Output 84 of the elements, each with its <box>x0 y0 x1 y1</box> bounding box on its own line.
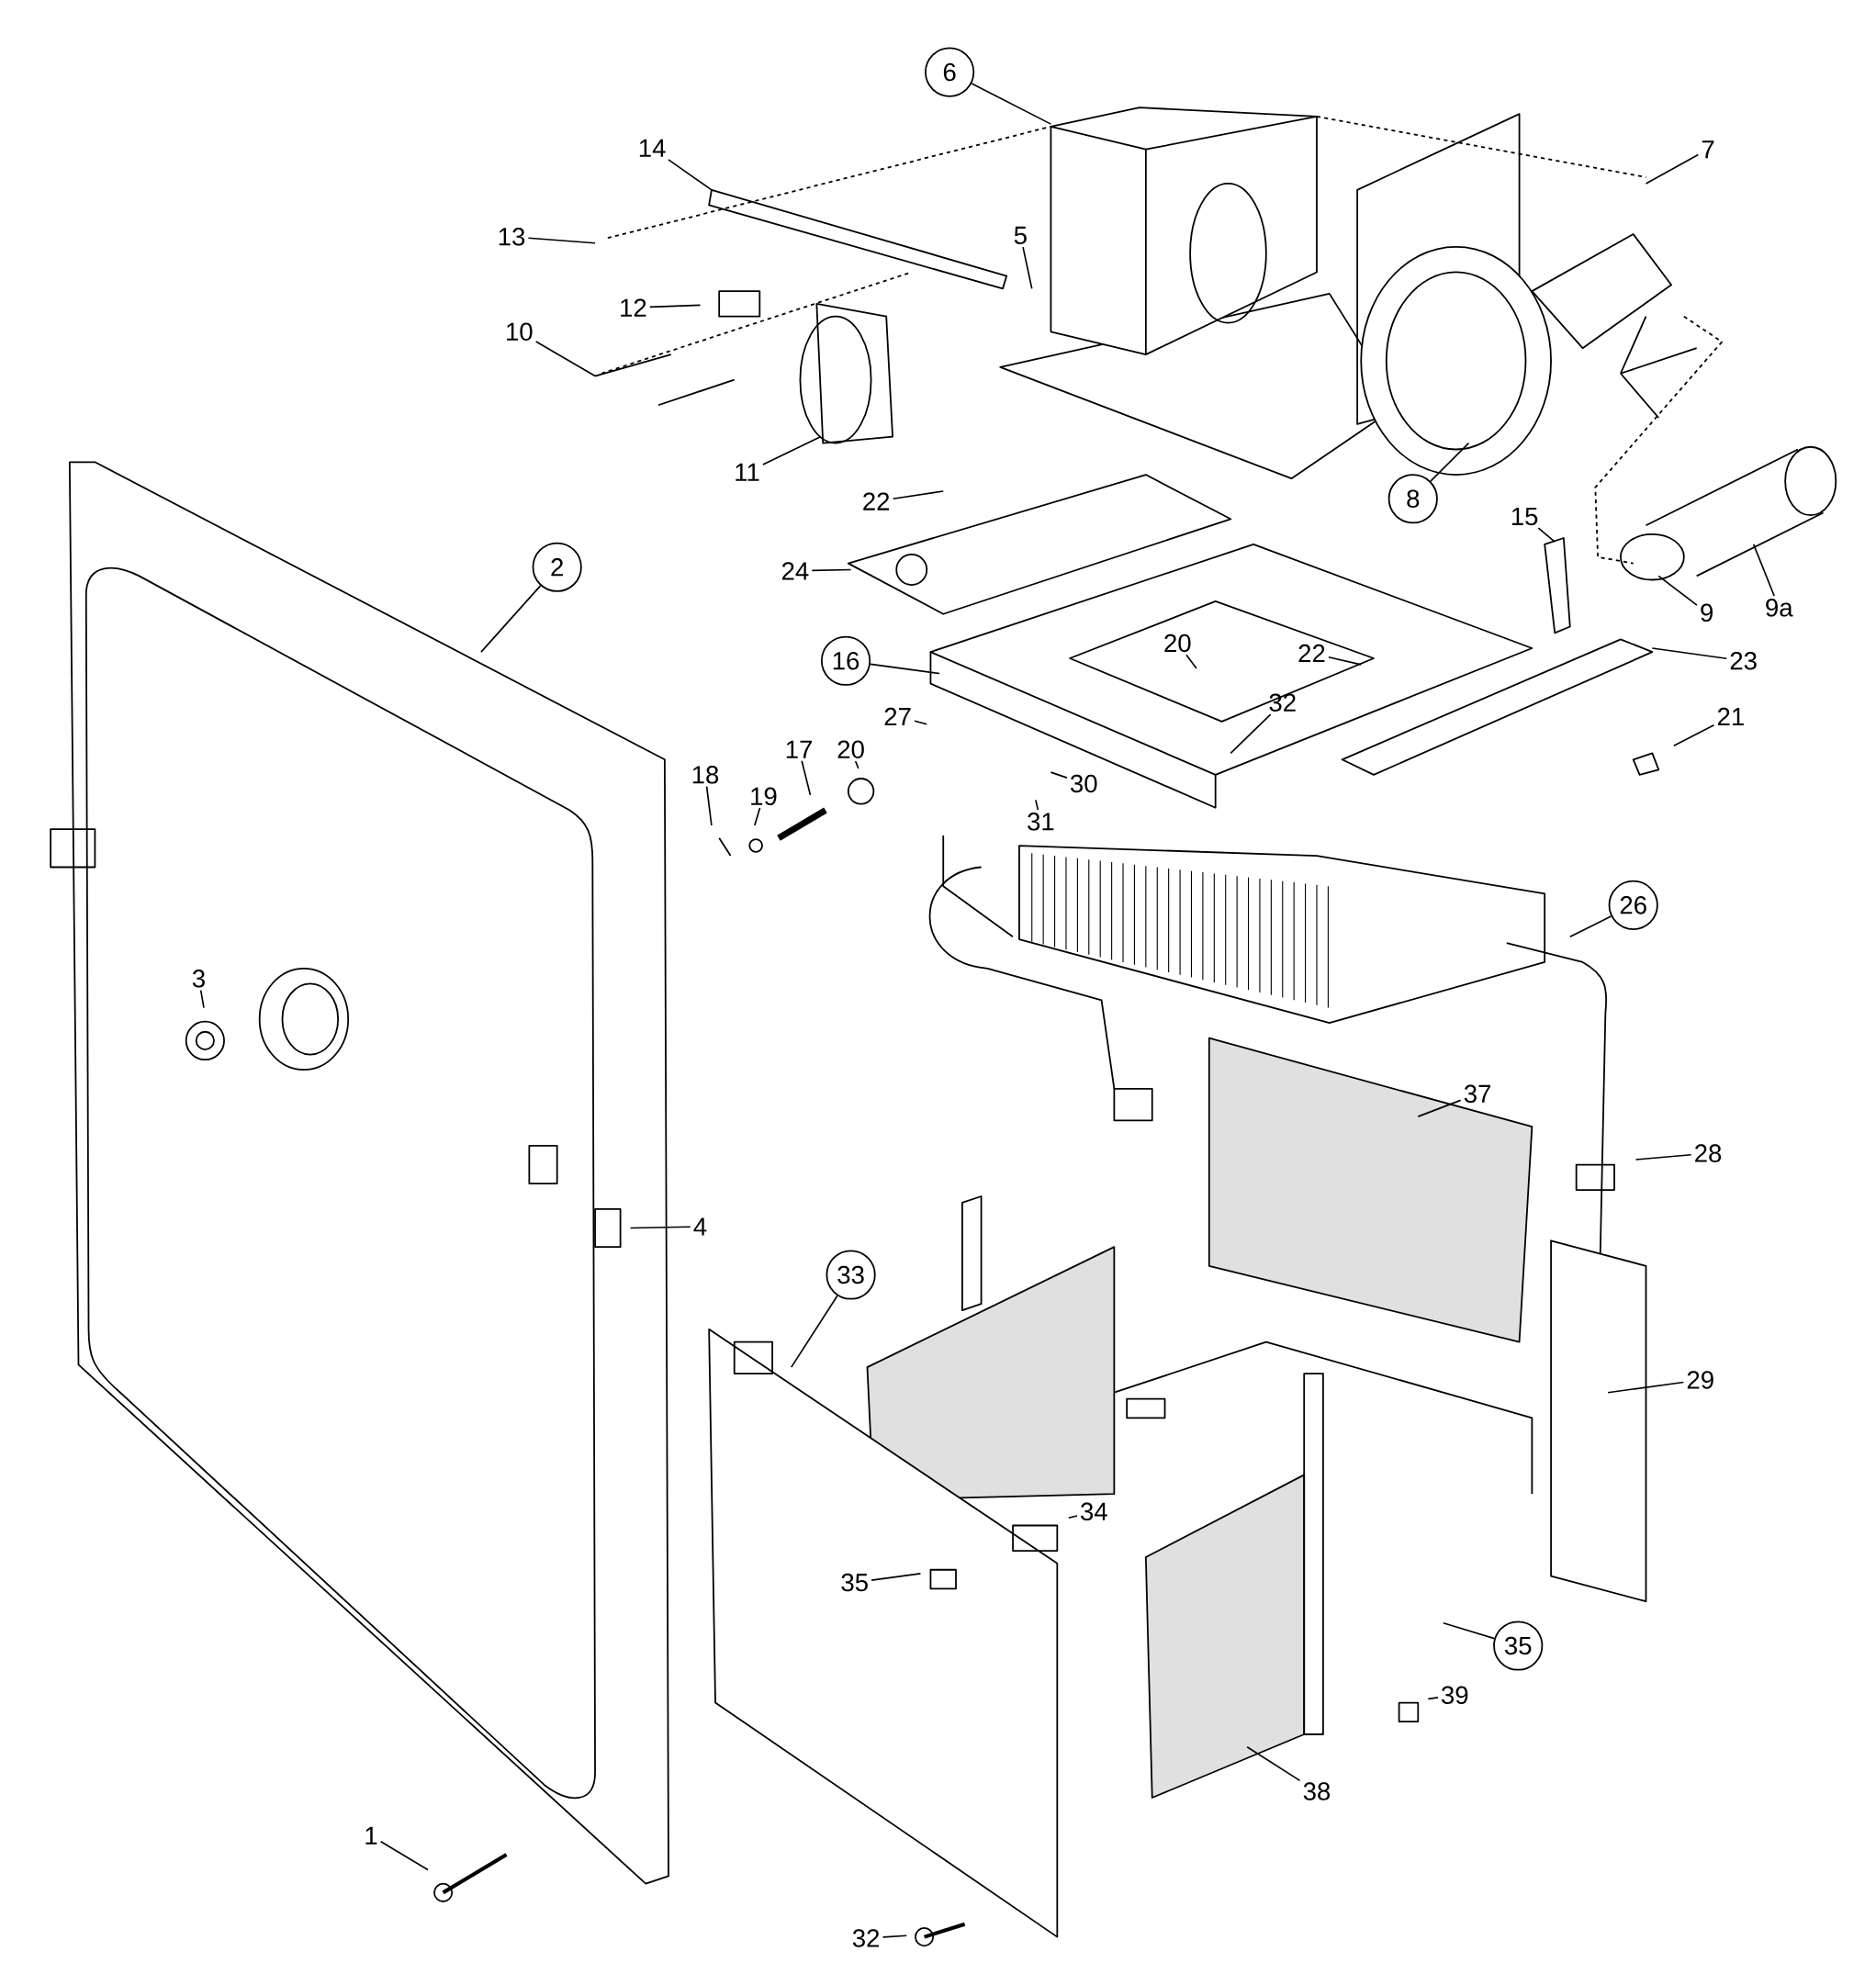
circled-callout-number: 35 <box>1492 1621 1544 1671</box>
leader-line <box>790 1295 838 1368</box>
circled-callout-number: 33 <box>826 1250 876 1300</box>
leader-line <box>869 663 940 675</box>
leader-line <box>892 490 944 500</box>
leader-line <box>871 1573 922 1581</box>
leader-line <box>1537 527 1556 543</box>
leader-line <box>854 760 859 769</box>
circled-callout-number: 8 <box>1387 474 1438 524</box>
leader-line <box>1246 1745 1301 1782</box>
leader-line <box>479 585 542 653</box>
callout-number: 10 <box>506 322 533 341</box>
callout-number: 19 <box>751 787 777 806</box>
callout-number: 23 <box>1730 652 1757 670</box>
leader-line <box>1417 1099 1462 1117</box>
callout-number: 1 <box>365 1826 377 1845</box>
leader-line <box>971 83 1052 125</box>
callout-number: 31 <box>1027 813 1054 831</box>
callout-number: 37 <box>1464 1084 1490 1104</box>
callout-number: 12 <box>621 298 646 317</box>
callout-number: 34 <box>1080 1502 1107 1521</box>
callout-number: 20 <box>837 740 864 759</box>
circled-callout-number: 26 <box>1608 880 1658 930</box>
leader-line <box>1634 1153 1692 1161</box>
leader-line <box>761 435 822 465</box>
callout-number: 13 <box>499 228 524 246</box>
callout-number: 28 <box>1694 1144 1721 1162</box>
leader-line <box>1327 656 1362 666</box>
leader-line <box>1752 544 1775 597</box>
leader-line <box>705 785 713 826</box>
leader-line <box>1185 654 1197 669</box>
leader-line <box>1672 724 1715 746</box>
leader-line <box>1067 1515 1078 1520</box>
callout-number: 4 <box>693 1217 707 1236</box>
callout-number: 17 <box>786 740 812 758</box>
callout-number: 3 <box>192 970 205 988</box>
callout-number: 22 <box>1298 644 1325 663</box>
leader-line <box>801 759 812 796</box>
callout-number: 20 <box>1164 634 1191 653</box>
circled-callout-number: 16 <box>820 635 871 686</box>
leader-line <box>913 720 927 725</box>
leader-line <box>534 341 596 377</box>
leader-line <box>1657 575 1698 607</box>
leader-line <box>629 1226 691 1229</box>
circled-callout-number: 6 <box>924 47 974 97</box>
leader-line <box>1568 915 1612 938</box>
callout-number: 14 <box>639 139 666 157</box>
callout-number: 39 <box>1441 1686 1468 1704</box>
callout-number: 32 <box>1269 693 1296 712</box>
leader-line <box>648 304 702 308</box>
callout-number: 24 <box>781 562 809 580</box>
callout-number: 38 <box>1303 1782 1330 1800</box>
callout-number: 27 <box>884 707 911 726</box>
callout-number: 7 <box>1702 140 1714 159</box>
leader-line <box>1034 799 1039 811</box>
leader-line <box>882 1935 907 1938</box>
leader-line <box>811 568 852 572</box>
leader-line <box>379 1840 429 1871</box>
leader-line <box>1645 153 1699 185</box>
leader-line <box>1651 647 1727 660</box>
circled-callout-number: 2 <box>532 542 582 592</box>
leader-line <box>667 159 713 191</box>
callout-number: 29 <box>1687 1371 1713 1389</box>
callout-number: 15 <box>1511 507 1538 526</box>
callout-number: 9a <box>1766 599 1793 617</box>
leader-line <box>1427 1697 1439 1700</box>
callout-number: 32 <box>852 1929 879 1947</box>
leader-line <box>1050 771 1068 779</box>
leader-line <box>753 807 761 826</box>
callout-number: 21 <box>1717 707 1744 726</box>
leader-line <box>1607 1381 1685 1394</box>
leader-line <box>1230 713 1272 755</box>
leader-line <box>527 237 596 244</box>
callout-number: 35 <box>841 1573 868 1592</box>
callout-number: 30 <box>1070 774 1097 793</box>
callout-number: 11 <box>736 463 759 481</box>
leader-line <box>1429 442 1470 482</box>
callout-number: 18 <box>692 766 718 784</box>
leader-line <box>199 989 205 1009</box>
leader-line <box>1022 246 1033 290</box>
leader-line <box>1442 1621 1495 1640</box>
callout-number: 9 <box>1701 603 1713 622</box>
callout-number: 5 <box>1014 226 1027 245</box>
callout-number: 22 <box>863 492 889 510</box>
